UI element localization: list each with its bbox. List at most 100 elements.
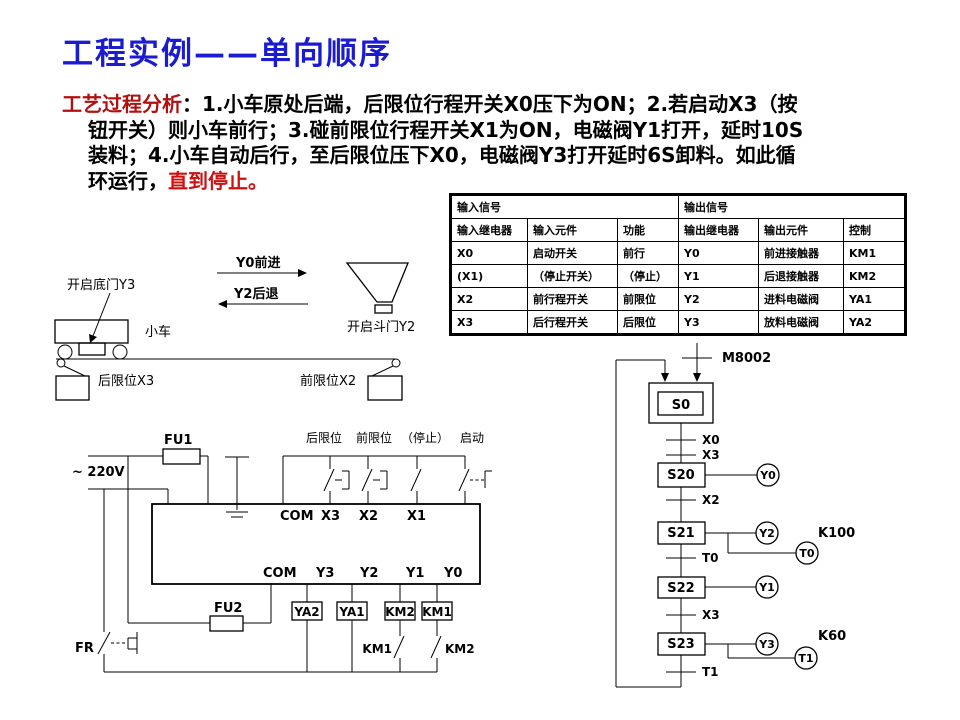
table-cell: Y3 xyxy=(678,310,759,335)
plc-output-com: COM xyxy=(263,566,297,581)
limit-switch-x2-icon xyxy=(361,456,388,504)
label-k100: K100 xyxy=(818,526,855,541)
power-lines xyxy=(88,455,272,632)
transition-x0-x3 xyxy=(666,423,696,463)
cart-diagram: Y0前进 Y2后退 开启底门Y3 小车 后限位X3 前限位X2 开启斗门Y2 xyxy=(54,255,415,401)
table-header-cell: 输出元件 xyxy=(758,218,844,242)
ground-icon xyxy=(225,456,249,518)
pointer-arrow-icon xyxy=(89,292,111,343)
label-forward: Y0前进 xyxy=(235,255,280,271)
plc-output-y3: Y3 xyxy=(315,566,334,581)
label-trans-t0: T0 xyxy=(702,551,719,565)
analysis-line: 钮开关）则小车前行；3.碰前限位行程开关X1为ON，电磁阀Y1打开，延时10S xyxy=(62,118,934,144)
plc-input-com: COM xyxy=(280,509,314,524)
label-trans-x3: X3 xyxy=(702,448,720,462)
label-trans-x3b: X3 xyxy=(702,608,720,622)
table-cell: （停止开关） xyxy=(527,264,618,288)
load-ya2 xyxy=(291,584,323,672)
label-k60: K60 xyxy=(818,629,846,644)
table-cell: YA1 xyxy=(843,287,906,311)
label-out-y2: Y2 xyxy=(758,527,775,540)
plc-output-y1: Y1 xyxy=(405,566,424,581)
label-s21: S21 xyxy=(667,526,694,541)
plc-box xyxy=(151,503,481,585)
process-analysis: 工艺过程分析：1.小车原处后端，后限位行程开关X0压下为ON；2.若启动X3（按… xyxy=(62,92,934,194)
table-cell: 前行程开关 xyxy=(527,287,618,311)
plc-input-x1: X1 xyxy=(407,509,426,524)
label-front-limit-switch: 前限位 xyxy=(356,430,392,445)
sfc-diagram: M8002 S0 X0 X3 S20 Y0 X2 S21 Y2 T0 K100 … xyxy=(615,343,855,688)
table-cell: X3 xyxy=(450,310,528,335)
table-cell: X2 xyxy=(450,287,528,311)
table-group-header: 输出信号 xyxy=(678,194,906,219)
label-km1-coil: KM1 xyxy=(422,605,452,619)
table-header-cell: 控制 xyxy=(843,218,906,242)
sfc-loop-line xyxy=(615,359,681,688)
table-header-cell: 输入继电器 xyxy=(450,218,528,242)
start-pushbutton-icon xyxy=(458,456,492,504)
label-out-t1: T1 xyxy=(798,652,813,665)
label-ya2: YA2 xyxy=(293,605,319,619)
label-out-y0: Y0 xyxy=(759,469,776,482)
label-rear-limit: 后限位X3 xyxy=(98,374,154,389)
table-cell: 进料电磁阀 xyxy=(758,287,844,311)
load-km1 xyxy=(421,584,453,672)
label-trans-x2: X2 xyxy=(702,493,720,507)
sfc-init-line xyxy=(682,343,712,382)
table-cell: YA2 xyxy=(843,310,906,335)
label-out-t0: T0 xyxy=(799,547,815,560)
label-bottom-door: 开启底门Y3 xyxy=(67,277,135,293)
analysis-segment: 钮开关）则小车前行；3.碰前限位行程开关X1为ON，电磁阀Y1打开，延时10S xyxy=(88,117,804,142)
table-cell: 后退接触器 xyxy=(758,264,844,288)
label-fu2: FU2 xyxy=(214,601,242,616)
wiring-diagram: ~ 220V FU1 FU2 FR 后限位 前限位 xyxy=(72,430,492,673)
table-cell: KM2 xyxy=(843,264,906,288)
transition-t0 xyxy=(666,544,696,577)
label-s0: S0 xyxy=(672,398,690,413)
table-cell: 前限位 xyxy=(617,287,679,311)
analysis-segment: 直到停止。 xyxy=(168,168,268,193)
analysis-line: 环运行，直到停止。 xyxy=(62,169,934,195)
table-cell: 前进接触器 xyxy=(758,241,844,265)
label-trans-x0: X0 xyxy=(702,433,720,447)
table-cell: 放料电磁阀 xyxy=(758,310,844,335)
plc-input-x3: X3 xyxy=(321,509,340,524)
label-km2-coil: KM2 xyxy=(385,605,415,619)
table-cell: 启动开关 xyxy=(527,241,618,265)
table-cell: 后行程开关 xyxy=(527,310,618,335)
table-group-header: 输入信号 xyxy=(450,194,679,219)
label-front-limit: 前限位X2 xyxy=(300,373,356,389)
label-start-switch: 启动 xyxy=(460,431,484,445)
label-power: ~ 220V xyxy=(72,465,125,480)
label-fr: FR xyxy=(75,641,94,656)
table-header-cell: 输出继电器 xyxy=(678,218,759,242)
analysis-segment: 工艺过程分析 xyxy=(62,92,182,116)
table-cell: X0 xyxy=(450,241,528,265)
label-s23: S23 xyxy=(667,637,694,652)
table-cell: (X1) xyxy=(450,264,528,288)
table-cell: Y1 xyxy=(678,264,759,288)
plc-input-x2: X2 xyxy=(359,509,378,524)
analysis-segment: ：1.小车原处后端，后限位行程开关X0压下为ON；2.若启动X3（按 xyxy=(182,92,798,116)
table-group-header-row: 输入信号 输出信号 xyxy=(450,194,906,219)
analysis-segment: 装料；4.小车自动后行，至后限位压下X0，电磁阀Y3打开延时6S卸料。如此循 xyxy=(88,143,796,167)
table-cell: 前行 xyxy=(617,241,679,265)
table-header-cell: 输入元件 xyxy=(527,218,618,242)
forward-arrow-icon xyxy=(217,269,307,277)
io-signal-table: 输入信号 输出信号 输入继电器 输入元件 功能 输出继电器 输出元件 控制 X0… xyxy=(449,193,907,336)
arrow-down-icon xyxy=(661,373,669,382)
stop-contact-x1-icon xyxy=(410,456,422,504)
label-s22: S22 xyxy=(667,581,694,596)
label-km1-interlock: KM1 xyxy=(362,642,392,656)
table-cell: KM1 xyxy=(843,241,906,265)
fuse-fu1-icon xyxy=(162,448,201,465)
transition-x2 xyxy=(666,487,696,522)
table-header-row: 输入继电器 输入元件 功能 输出继电器 输出元件 控制 xyxy=(450,218,906,242)
transition-t1 xyxy=(666,655,696,687)
plc-output-y0: Y0 xyxy=(443,566,462,581)
fuse-fu2-icon xyxy=(209,615,244,632)
